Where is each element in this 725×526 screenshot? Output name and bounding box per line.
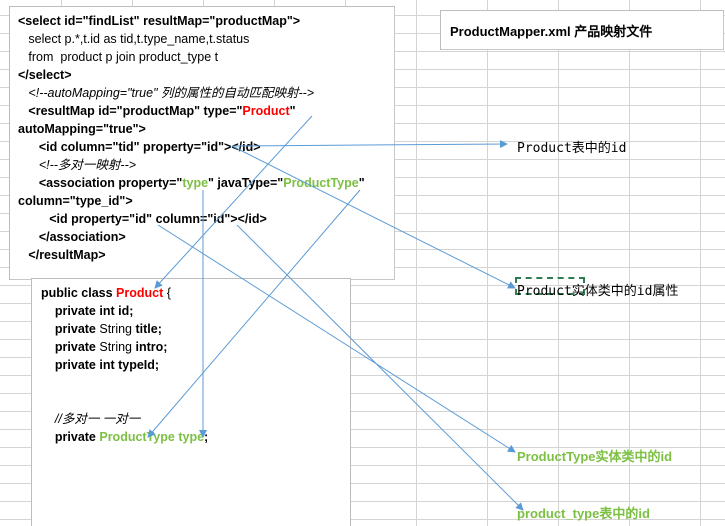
code-token: <association property=" [18,176,183,190]
selected-cell-outline[interactable] [515,277,585,295]
java-code-line: private int typeId; [41,356,159,374]
code-token: from product p join product_type t [18,50,219,64]
xml-code-line: <!--多对一映射--> [18,156,136,174]
code-token: ProductType [283,176,359,190]
xml-code-line: autoMapping="true"> [18,120,146,138]
java-class-textbox[interactable]: public class Product { private int id; p… [32,279,350,526]
code-token: <id column="tid" property="id"></id> [18,140,261,154]
code-token: private [41,430,100,444]
code-token: //多对一 一对一 [41,412,141,426]
java-code-line: //多对一 一对一 [41,410,140,428]
code-token: private int id; [41,304,134,318]
xml-code-line: <select id="findList" resultMap="product… [18,12,300,30]
code-token: </resultMap> [18,248,106,262]
xml-code-line: <id column="tid" property="id"></id> [18,138,261,156]
label-product-entity-id: Product实体类中的id属性 [517,284,679,299]
java-code-line: private ProductType type; [41,428,208,446]
code-token: String [99,340,136,354]
connector-arrow[interactable] [231,140,508,149]
xml-code-line: from product p join product_type t [18,48,218,66]
code-token: " [358,176,365,190]
code-token: title; [135,322,162,336]
label-product-table-id: Product表中的id [517,141,627,156]
code-token: <select id="findList" resultMap="product… [18,14,301,28]
xml-code-line: </select> [18,66,72,84]
xml-code-line: <!--autoMapping="true" 列的属性的自动匹配映射--> [18,84,314,102]
java-code-line: private String intro; [41,338,168,356]
code-token: <resultMap id="productMap" type=" [18,104,243,118]
connector-arrow[interactable] [231,145,516,289]
label-product-type-table-id: product_type表中的id [517,506,650,521]
xml-code-line: select p.*,t.id as tid,t.type_name,t.sta… [18,30,249,48]
code-token: ProductType [99,430,175,444]
code-token: public class [41,286,117,300]
java-code-line: private int id; [41,302,133,320]
code-token: Product [116,286,164,300]
code-token: Product [242,104,290,118]
label-producttype-entity-id: ProductType实体类中的id [517,449,673,464]
code-token: type [178,430,205,444]
code-token: private [41,322,100,336]
code-token: private int typeId; [41,358,160,372]
code-token: <!--autoMapping="true" 列的属性的自动匹配映射--> [18,86,315,100]
code-token: <id property="id" column="id"></id> [18,212,267,226]
connector-arrow[interactable] [147,189,361,438]
xml-code-line: </resultMap> [18,246,106,264]
xml-code-line: </association> [18,228,126,246]
code-token: column="type_id"> [18,194,133,208]
code-token: select p.*,t.id as tid,t.type_name,t.sta… [18,32,250,46]
code-token: " [289,104,296,118]
xml-mapper-textbox[interactable]: <select id="findList" resultMap="product… [10,7,394,279]
code-token: private [41,340,100,354]
connector-arrow[interactable] [236,224,524,511]
java-code-line: private String title; [41,320,162,338]
code-token: intro; [135,340,168,354]
connector-arrow[interactable] [157,224,516,453]
code-token: </association> [18,230,126,244]
title-textbox[interactable]: ProductMapper.xml 产品映射文件 [441,11,723,49]
xml-code-line: <id property="id" column="id"></id> [18,210,267,228]
xml-code-line: <association property="type" javaType="P… [18,174,365,192]
mapper-file-title: ProductMapper.xml 产品映射文件 [450,24,653,39]
code-token: type [182,176,209,190]
java-code-line: public class Product { [41,284,171,302]
code-token: </select> [18,68,72,82]
code-token: <!--多对一映射--> [18,158,137,172]
code-token: { [163,286,171,300]
code-token: autoMapping="true"> [18,122,146,136]
xml-code-line: column="type_id"> [18,192,133,210]
code-token: String [99,322,136,336]
xml-code-line: <resultMap id="productMap" type="Product… [18,102,296,120]
connector-arrow[interactable] [154,115,313,289]
